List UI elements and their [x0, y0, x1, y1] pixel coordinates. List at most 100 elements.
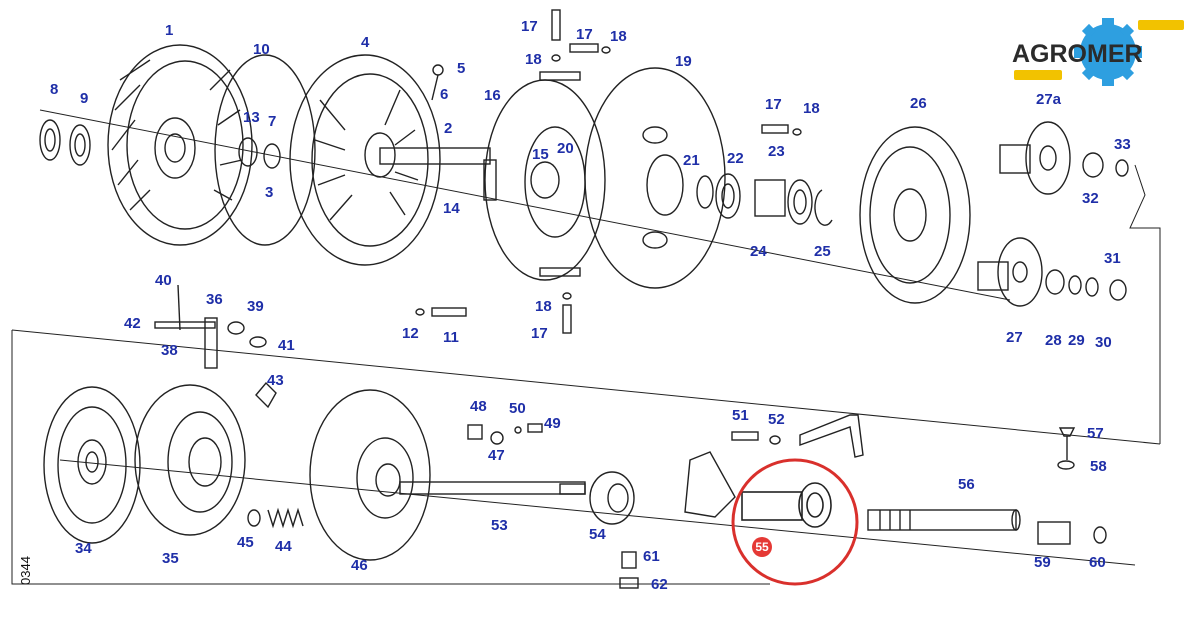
stripe-icon [1014, 20, 1184, 80]
label-part-29: 29 [1068, 332, 1085, 349]
flange-27 [977, 237, 1127, 307]
shaft-56 [867, 509, 1021, 531]
label-part-27: 27 [1006, 329, 1023, 346]
label-part-17-d: 17 [531, 325, 548, 342]
label-part-49: 49 [544, 415, 561, 432]
housing-26 [859, 126, 971, 304]
label-part-18-d: 18 [535, 298, 552, 315]
gear-icon [1074, 18, 1142, 86]
label-part-50: 50 [509, 400, 526, 417]
label-part-3: 3 [265, 184, 274, 201]
label-part-17-a: 17 [521, 18, 538, 35]
agromer-logo [1014, 18, 1184, 86]
label-part-42: 42 [124, 315, 141, 332]
bearings-21-25 [696, 173, 833, 226]
label-part-2: 2 [444, 120, 453, 137]
shaft-53 [399, 481, 586, 495]
label-part-14: 14 [443, 200, 460, 217]
label-part-60: 60 [1089, 554, 1106, 571]
label-part-11: 11 [443, 329, 459, 346]
label-part-32: 32 [1082, 190, 1099, 207]
label-part-54: 54 [589, 526, 606, 543]
label-part-26: 26 [910, 95, 927, 112]
label-part-34: 34 [75, 540, 92, 557]
label-part-27a: 27a [1036, 91, 1062, 108]
label-part-24: 24 [750, 243, 767, 260]
label-part-62: 62 [651, 576, 668, 593]
label-part-41: 41 [278, 337, 295, 354]
clutch-disc-34 [43, 386, 141, 544]
bearing-13 [238, 137, 258, 167]
label-part-21: 21 [683, 152, 700, 169]
label-part-25: 25 [814, 243, 831, 260]
drawing-reference: 0344 [18, 556, 33, 585]
label-part-4: 4 [361, 34, 370, 51]
label-part-47: 47 [488, 447, 505, 464]
label-part-19: 19 [675, 53, 692, 70]
label-part-48: 48 [470, 398, 487, 415]
label-part-17-b: 17 [576, 26, 593, 43]
label-part-46: 46 [351, 557, 368, 574]
label-part-16: 16 [484, 87, 501, 104]
label-part-22: 22 [727, 150, 744, 167]
highlight-circle-55 [731, 458, 859, 586]
label-part-5: 5 [457, 60, 466, 77]
label-part-39: 39 [247, 298, 264, 315]
label-part-18-a: 18 [525, 51, 542, 68]
label-part-15: 15 [532, 146, 549, 163]
label-part-10: 10 [253, 41, 270, 58]
label-part-57: 57 [1087, 425, 1104, 442]
release-bearing-54 [589, 471, 639, 589]
label-part-35: 35 [162, 550, 179, 567]
fork-51-52 [684, 414, 864, 518]
label-part-56: 56 [958, 476, 975, 493]
spring-44 [247, 507, 304, 529]
label-part-23: 23 [768, 143, 785, 160]
brand-name: AGROMER [1012, 40, 1143, 68]
label-part-36: 36 [206, 291, 223, 308]
small-parts-57-60 [1037, 427, 1107, 545]
label-part-38: 38 [161, 342, 178, 359]
housing-16-19 [483, 67, 726, 289]
label-part-18-c: 18 [803, 100, 820, 117]
flange-27a [999, 121, 1129, 195]
label-part-31: 31 [1104, 250, 1121, 267]
label-part-6: 6 [440, 86, 449, 103]
sleeve-55 [741, 482, 832, 528]
frame-line-mid [11, 329, 1161, 445]
label-part-12: 12 [402, 325, 419, 342]
label-part-20: 20 [557, 140, 574, 157]
label-part-53: 53 [491, 517, 508, 534]
label-part-18-b: 18 [610, 28, 627, 45]
frame-line-top [11, 330, 770, 585]
label-part-59: 59 [1034, 554, 1051, 571]
turbine-4 [289, 54, 491, 266]
label-part-45: 45 [237, 534, 254, 551]
pressure-plate-35 [134, 384, 246, 536]
lever-assembly [154, 284, 277, 409]
label-part-33: 33 [1114, 136, 1131, 153]
label-part-40: 40 [155, 272, 172, 289]
small-parts-47-50 [467, 423, 543, 445]
label-part-28: 28 [1045, 332, 1062, 349]
label-part-44: 44 [275, 538, 292, 555]
label-part-51: 51 [732, 407, 749, 424]
axis-line-top [39, 109, 1011, 301]
flywheel-1 [107, 44, 253, 246]
bolts-17-18 [415, 9, 802, 334]
label-part-61: 61 [643, 548, 660, 565]
seal-8-9 [39, 119, 91, 166]
clutch-cover-46 [309, 389, 431, 561]
highlighted-part-55: 55 [752, 537, 772, 557]
label-part-52: 52 [768, 411, 785, 428]
label-part-30: 30 [1095, 334, 1112, 351]
label-part-7: 7 [268, 113, 277, 130]
axis-line-bottom [59, 459, 1136, 566]
label-part-17-c: 17 [765, 96, 782, 113]
label-part-1: 1 [165, 22, 174, 39]
label-part-13: 13 [243, 109, 260, 126]
label-part-43: 43 [267, 372, 284, 389]
frame-line-right [1129, 164, 1161, 444]
label-part-9: 9 [80, 90, 89, 107]
